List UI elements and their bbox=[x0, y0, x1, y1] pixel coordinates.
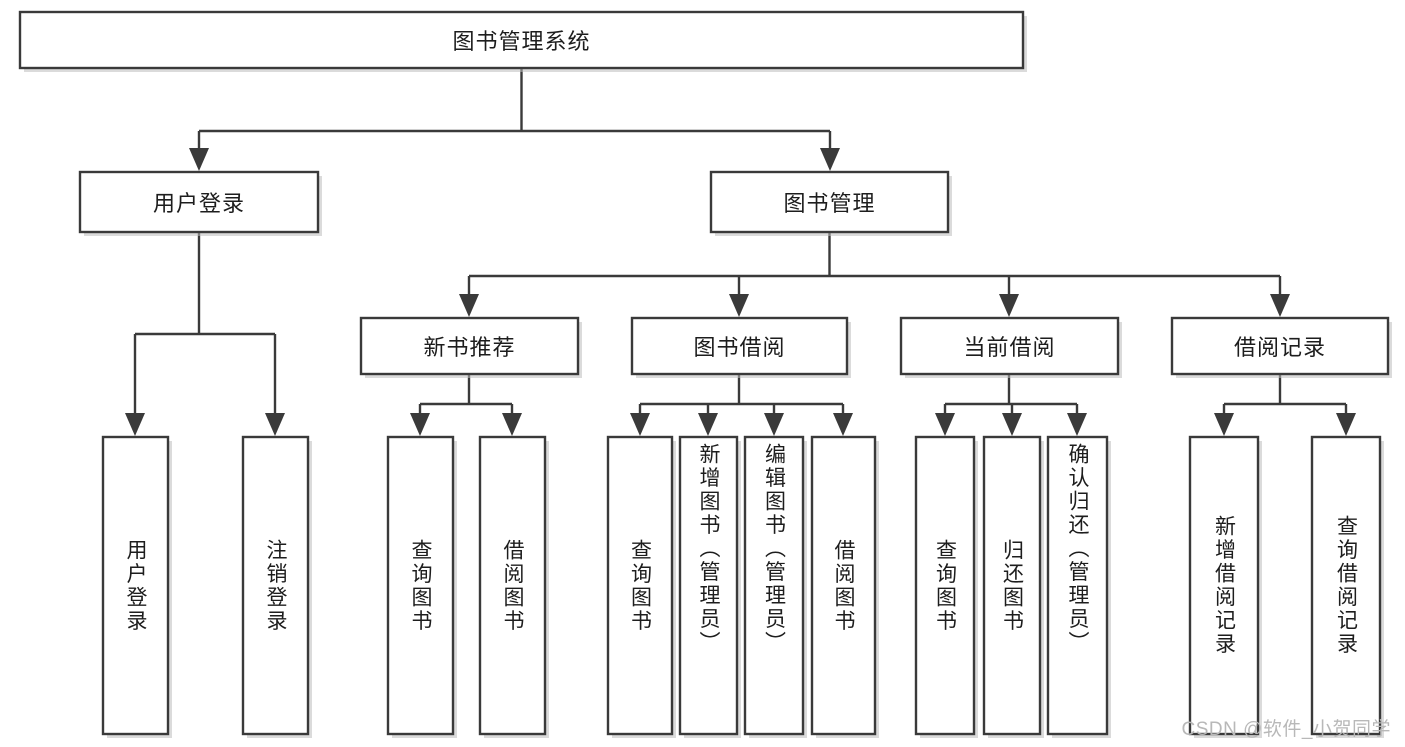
edge-root-to-level2 bbox=[189, 68, 840, 171]
edge-current-borrow-to-leaves bbox=[935, 374, 1087, 436]
node-current-borrow[interactable] bbox=[899, 316, 1122, 378]
node-leaf-query-book-2[interactable] bbox=[606, 435, 676, 738]
node-leaf-edit-book[interactable] bbox=[743, 435, 807, 738]
connector-layer bbox=[125, 68, 1356, 436]
edge-borrow-record-to-leaves bbox=[1214, 374, 1356, 436]
node-leaf-confirm-return[interactable] bbox=[1046, 435, 1111, 738]
node-leaf-query-record[interactable] bbox=[1310, 435, 1384, 738]
edge-user-login-to-leaves bbox=[125, 232, 285, 436]
node-root[interactable] bbox=[18, 10, 1027, 72]
node-book-borrow[interactable] bbox=[630, 316, 851, 378]
edge-book-manage-to-level3 bbox=[459, 232, 1290, 317]
node-leaf-borrow-book-1[interactable] bbox=[478, 435, 549, 738]
edge-new-book-to-leaves bbox=[410, 374, 522, 436]
node-leaf-query-book-3[interactable] bbox=[914, 435, 978, 738]
node-book-manage[interactable] bbox=[709, 170, 952, 236]
node-leaf-query-book-1[interactable] bbox=[386, 435, 457, 738]
node-leaf-return-book[interactable] bbox=[982, 435, 1044, 738]
node-user-login[interactable] bbox=[78, 170, 322, 236]
node-leaf-add-record[interactable] bbox=[1188, 435, 1262, 738]
node-borrow-record[interactable] bbox=[1170, 316, 1392, 378]
node-layer bbox=[18, 10, 1392, 738]
node-leaf-add-book[interactable] bbox=[678, 435, 741, 738]
node-leaf-borrow-book-2[interactable] bbox=[810, 435, 879, 738]
edge-book-borrow-to-leaves bbox=[630, 374, 853, 436]
node-leaf-logout[interactable] bbox=[241, 435, 312, 738]
csdn-watermark: CSDN @软件_小贺同学 bbox=[1181, 719, 1391, 740]
node-leaf-user-login[interactable] bbox=[101, 435, 172, 738]
node-new-book-recommend[interactable] bbox=[359, 316, 582, 378]
